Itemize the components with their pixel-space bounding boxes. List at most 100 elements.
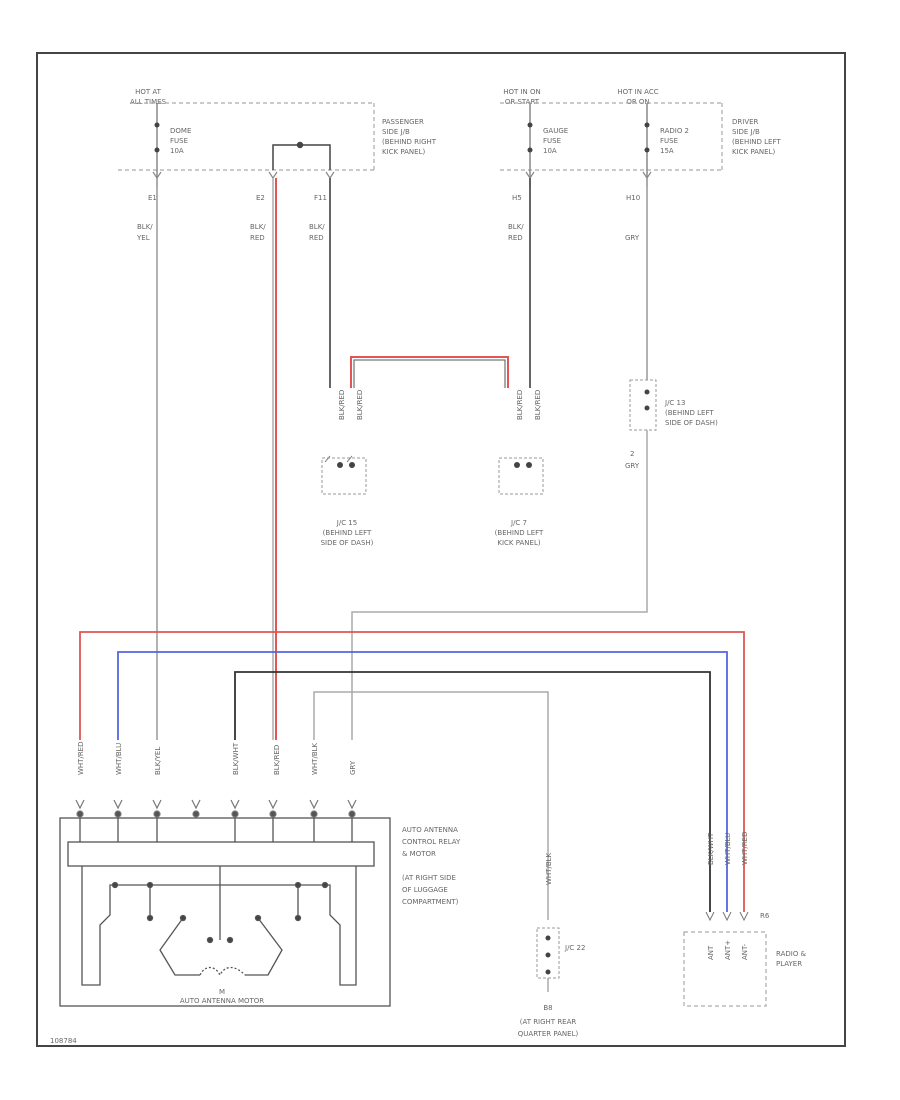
wire-color-line: BLK/ [508,223,524,231]
fuse-label-line: RADIO 2 [660,127,689,135]
diagram-frame [36,52,846,1047]
radio-player: ANT ANT+ ANT- RADIO & PLAYER R6 [683,911,807,1007]
wire-color-line: RED [309,234,324,242]
radio-wire-labels: BLK/WHT WHT/BLU WHT/RED [707,832,749,866]
radio-pin-label: ANT+ [724,940,732,960]
relay-label-line: AUTO ANTENNA [402,826,458,834]
fuse-label-line: DOME [170,127,191,135]
driver-jb-label: DRIVER SIDE J/B (BEHIND LEFT KICK PANEL) [732,118,781,156]
wire-dark-to-radio [234,671,711,912]
jc-wire-label: BLK/RED [534,390,542,420]
motor-name: AUTO ANTENNA MOTOR [180,997,264,1005]
junction-connector-7: J/C 7 (BEHIND LEFT KICK PANEL) [495,457,544,547]
power-source-on-start: HOT IN ON OR START [503,88,541,106]
wire-color-line: GRY [625,234,640,242]
junction-connector-15: J/C 15 (BEHIND LEFT SIDE OF DASH) [321,455,374,547]
jc13-wire-color: GRY [625,462,640,470]
jc-label-line: J/C 13 [664,399,685,407]
jb-label-line: DRIVER [732,118,759,126]
wire-jc-link-red [350,356,509,388]
relay-label-line: & MOTOR [402,850,436,858]
wire-color-line: YEL [136,234,150,242]
radio-label-line: RADIO & [776,950,807,958]
wire-color-line: BLK/ [137,223,153,231]
fuse-label-line: FUSE [170,137,188,145]
jb-label-line: SIDE J/B [732,128,760,136]
relay-label-line: CONTROL RELAY [402,838,461,846]
wire-color-line: RED [508,234,523,242]
power-source-acc-on: HOT IN ACC OR ON [617,88,658,106]
wire-color-line: RED [250,234,265,242]
radio-pin-label: ANT [707,945,715,960]
ground-label-line: (AT RIGHT REAR [520,1018,577,1026]
jb-label-line: KICK PANEL) [732,148,775,156]
radio-wire-label: WHT/BLU [724,833,732,865]
motor-symbol: M [219,988,225,996]
wire-to-ground [313,691,549,920]
fuse-gauge: GAUGE FUSE 10A [527,103,568,187]
wire-color-e1: BLK/ YEL [136,223,153,242]
junction-connector-22: J/C 22 [536,927,585,979]
diagram-id: 108784 [50,1037,77,1045]
jb-internal-bus [272,141,331,170]
jc-wire-label: BLK/RED [516,390,524,420]
jc-label-line: (BEHIND LEFT [495,529,544,537]
relay-label-line: OF LUGGAGE [402,886,448,894]
pin-e2: E2 [256,194,265,202]
fuse-label-line: FUSE [543,137,561,145]
jb-pins [152,171,652,180]
power-label-line: OR START [505,98,540,106]
ground-label-line: QUARTER PANEL) [518,1030,579,1038]
motor-connector-wire-labels: WHT/RED WHT/BLU BLK/YEL BLK/WHT BLK/RED … [77,742,357,776]
radio-pin-label: ANT- [741,943,749,960]
radio-wire-label: WHT/RED [741,832,749,866]
ground-id: B8 [543,1004,552,1012]
jc-label-line: (BEHIND LEFT [323,529,372,537]
wire-color-line: BLK/ [309,223,325,231]
power-label-line: HOT IN ACC [617,88,658,96]
fuse-label-line: FUSE [660,137,678,145]
relay-label-line: (AT RIGHT SIDE [402,874,456,882]
jc-label-line: KICK PANEL) [497,539,540,547]
fuse-label-line: GAUGE [543,127,568,135]
passenger-jb-label: PASSENGER SIDE J/B (BEHIND RIGHT KICK PA… [382,118,437,156]
power-label-line: OR ON [626,98,649,106]
pin-h10: H10 [626,194,640,202]
connector-wire-label: BLK/RED [273,745,281,775]
power-label-line: HOT AT [135,88,162,96]
jc-wire-label: BLK/RED [356,390,364,420]
fuse-radio2: RADIO 2 FUSE 15A [644,103,689,187]
jc-label-line: (BEHIND LEFT [665,409,714,417]
power-label-line: HOT IN ON [503,88,541,96]
power-source-all-times: HOT AT ALL TIMES [130,88,167,106]
motor-connector-pins [75,799,357,818]
relay-label: AUTO ANTENNA CONTROL RELAY & MOTOR (AT R… [402,826,461,906]
jc-label-line: SIDE OF DASH) [321,539,374,547]
wire-color-h10: GRY [625,234,640,242]
fuse-label-line: 15A [660,147,674,155]
wire-color-h5: BLK/ RED [508,223,524,242]
ground-point: B8 (AT RIGHT REAR QUARTER PANEL) [518,978,579,1038]
wire-red-to-radio [79,631,745,912]
jc13-pin-number: 2 [630,450,634,458]
passenger-jb-box [118,102,375,171]
jb-label-line: (BEHIND RIGHT [382,138,437,146]
jb-label-line: KICK PANEL) [382,148,425,156]
fuse-label-line: 10A [170,147,184,155]
power-label-line: ALL TIMES [130,98,167,106]
connector-wire-label: BLK/WHT [232,742,240,775]
wire-color-line: BLK/ [250,223,266,231]
wire-color-f11: BLK/ RED [309,223,325,242]
jb-label-line: SIDE J/B [382,128,410,136]
jc-label-line: J/C 15 [336,519,357,527]
connector-wire-label: BLK/YEL [154,747,162,775]
connector-wire-label: GRY [349,760,357,775]
fuse-label-line: 10A [543,147,557,155]
ground-wire-color: WHT/BLK [545,852,553,885]
pin-f11: F11 [314,194,327,202]
radio-ref: R6 [760,912,770,920]
junction-connector-13: J/C 13 (BEHIND LEFT SIDE OF DASH) 2 GRY [625,379,718,470]
connector-wire-label: WHT/RED [77,742,85,776]
connector-wire-label: WHT/BLK [311,742,319,775]
